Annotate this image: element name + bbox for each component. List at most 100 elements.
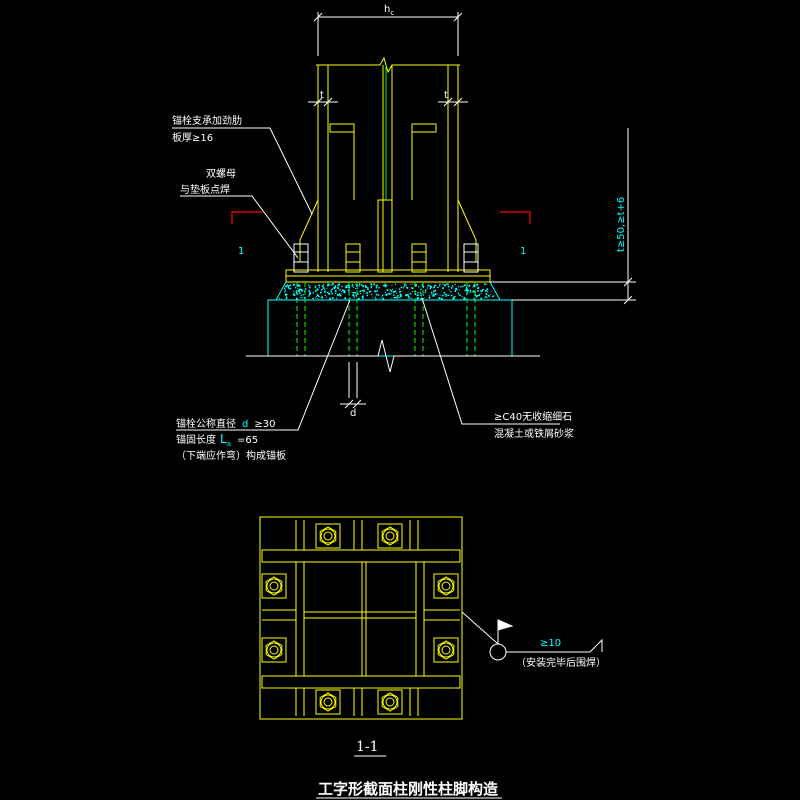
grout-dot [393, 294, 395, 296]
grout-dot [351, 291, 353, 293]
grout-dot [348, 294, 350, 296]
grout-dot [445, 295, 447, 297]
grout-dot [303, 296, 306, 299]
grout-dot [326, 284, 329, 287]
section-mark-left [231, 211, 262, 224]
grout-dot [329, 283, 331, 286]
grout-dot [451, 285, 454, 287]
plan-view [259, 516, 463, 720]
grout-dot [355, 287, 357, 290]
grout-dot [344, 297, 347, 300]
grout-note-2: 混凝土或铁屑砂浆 [494, 427, 574, 440]
grout-dot [463, 284, 465, 287]
grout-dot [421, 284, 423, 286]
grout-dot [398, 296, 401, 299]
grout-dot [299, 297, 301, 299]
grout-dot [358, 285, 361, 287]
plan-anchor-bolt [433, 637, 459, 663]
grout-dot [307, 284, 310, 286]
grout-dot [433, 286, 435, 289]
grout-dot [442, 287, 445, 290]
weld-note: （安装完毕后围焊） [516, 656, 606, 669]
grout-dot [445, 293, 448, 296]
grout-dot [403, 285, 406, 288]
grout-dot [315, 295, 317, 298]
grout-dot [432, 294, 435, 297]
grout-dot [308, 290, 311, 292]
grout-dot [346, 285, 348, 287]
grout-dot [424, 289, 427, 292]
grout-dot [459, 294, 461, 297]
grout-dot [458, 289, 460, 291]
grout-dot [351, 285, 354, 287]
plan-anchor-bolt [377, 523, 403, 549]
grout-dot [374, 296, 376, 298]
grout-dot [419, 291, 421, 294]
grout-dot [355, 283, 357, 285]
grout-dot [284, 290, 286, 292]
grout-dot [363, 290, 366, 293]
grout-dot [429, 287, 432, 290]
grout-dot [487, 294, 490, 297]
grout-dot [285, 285, 288, 288]
grout-dot [335, 292, 337, 295]
grout-dot [334, 290, 337, 292]
grout-dot [379, 298, 381, 300]
plan-anchor-bolt [377, 689, 403, 715]
grout-dot [292, 293, 296, 296]
grout-dot [309, 285, 311, 287]
grout-dot [287, 286, 290, 289]
grout-dot [469, 289, 472, 292]
grout-dot [314, 290, 317, 292]
grout-dot [308, 293, 311, 296]
grout-dot [472, 290, 475, 293]
grout-dot [403, 283, 406, 286]
grout-dot [330, 290, 332, 292]
grout-dot [361, 295, 364, 298]
grout-dot [460, 285, 462, 288]
grout-dot [388, 292, 391, 295]
grout-dot [338, 293, 341, 296]
grout-dot [312, 291, 315, 294]
grout-dot [361, 285, 365, 288]
grout-dot [438, 285, 441, 287]
grout-dot [427, 284, 430, 287]
grout-dot [390, 297, 392, 299]
grout-dot [400, 286, 403, 289]
grout-dot [424, 291, 427, 294]
grout-dot [472, 286, 474, 288]
grout-dot [440, 297, 443, 300]
grout-dot [447, 285, 450, 288]
grout-dot [454, 283, 456, 285]
grout-dot [292, 283, 295, 286]
grout-dot [296, 286, 298, 288]
grout-dot [355, 295, 358, 297]
grout-dot [441, 294, 444, 297]
grout-dot [296, 290, 298, 292]
stiffener-note-2: 板厚≥16 [172, 131, 213, 144]
grout-dot [353, 291, 356, 294]
grout-dot [385, 293, 388, 297]
grout-dot [295, 297, 298, 300]
grout-dot [289, 288, 291, 290]
grout-dot [299, 292, 301, 294]
grout-dot [454, 290, 457, 293]
grout-dot [477, 290, 479, 292]
grout-dot [331, 283, 334, 286]
grout-dot [428, 295, 431, 297]
grout-dot [394, 296, 398, 299]
grout-dot [288, 285, 290, 287]
grout-dot [434, 293, 437, 296]
grout-dot [476, 283, 479, 286]
grout-dot [336, 285, 339, 287]
grout-dot [367, 288, 369, 291]
grout-dot [479, 293, 481, 295]
grout-dot [415, 290, 417, 293]
grout-dot [316, 294, 319, 297]
grout-dot [338, 283, 341, 286]
grout-dot [375, 285, 377, 287]
grout-dot [329, 297, 332, 300]
plan-anchor-bolt [261, 637, 287, 663]
grout-dot [331, 288, 334, 291]
